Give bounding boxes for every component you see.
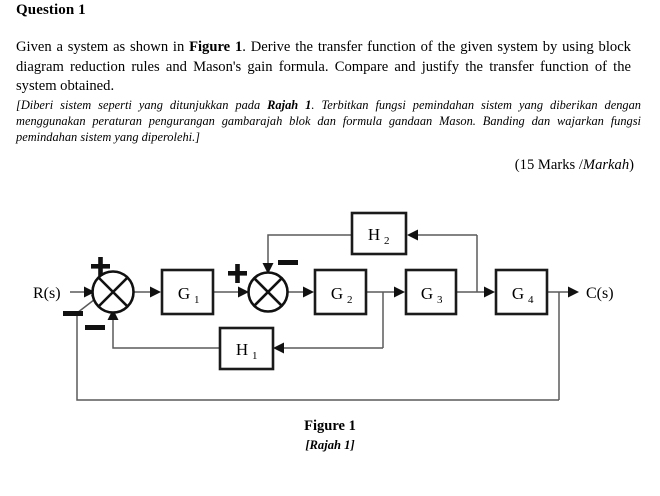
input-signal-label: R(s) bbox=[33, 285, 61, 302]
question-malay-post: . Terbitkan fungsi pemindahan sistem yan… bbox=[16, 98, 641, 145]
block-h1-label: H bbox=[236, 340, 248, 359]
block-h1-subscript: 1 bbox=[252, 350, 258, 362]
marks-allocation: (15 Marks /Markah) bbox=[0, 157, 634, 174]
question-body-english: Given a system as shown in Figure 1. Der… bbox=[16, 38, 631, 97]
question-malay-pre: [Diberi sistem seperti yang ditunjukkan … bbox=[16, 98, 268, 112]
block-g1-subscript: 1 bbox=[194, 294, 200, 306]
block-h1: H 1 bbox=[218, 326, 275, 371]
block-g4-subscript: 4 bbox=[528, 294, 534, 306]
sum1-sign-minus-inner bbox=[85, 325, 105, 330]
block-g3-subscript: 3 bbox=[437, 294, 443, 306]
arrow-g3-to-g4 bbox=[484, 286, 495, 298]
arrow-g2-to-g3 bbox=[394, 286, 405, 298]
block-g4-label: G bbox=[512, 284, 524, 303]
sum2-sign-plus bbox=[228, 264, 247, 283]
block-diagram: G 1 G 2 G 3 G 4 H 1 H 2 R(s) bbox=[33, 211, 614, 401]
figure-caption-sub: [Rajah 1] bbox=[305, 438, 355, 452]
marks-post: ) bbox=[629, 157, 634, 173]
question-body-malay: [Diberi sistem seperti yang ditunjukkan … bbox=[16, 97, 641, 146]
marks-pre: (15 Marks / bbox=[514, 157, 583, 173]
block-h2-label: H bbox=[368, 225, 380, 244]
block-g2: G 2 bbox=[313, 268, 368, 316]
arrow-sum1-to-g1 bbox=[150, 286, 161, 298]
block-g1: G 1 bbox=[160, 268, 215, 316]
arrow-into-h1 bbox=[273, 342, 284, 354]
block-g2-label: G bbox=[331, 284, 343, 303]
marks-italic: Markah bbox=[582, 157, 630, 173]
question-body-post: . Derive the transfer function of the gi… bbox=[16, 39, 631, 95]
figure-caption-main: Figure 1 bbox=[304, 418, 356, 434]
block-g3-label: G bbox=[421, 284, 433, 303]
arrow-g4-to-output bbox=[568, 286, 579, 298]
arrow-sum2-to-g2 bbox=[303, 286, 314, 298]
sum1-sign-minus-outer bbox=[63, 311, 83, 316]
block-g4: G 4 bbox=[494, 268, 549, 316]
question-body-pre: Given a system as shown in bbox=[16, 39, 190, 55]
summing-junction-1 bbox=[91, 270, 135, 314]
figure-reference-bold: Figure 1 bbox=[189, 39, 243, 55]
block-h2: H 2 bbox=[350, 211, 408, 256]
block-g1-label: G bbox=[178, 284, 190, 303]
sum1-sign-plus bbox=[91, 257, 110, 276]
wire-h2-to-sum2 bbox=[267, 234, 352, 270]
rajah-reference-bold: Rajah 1 bbox=[267, 98, 312, 112]
sum2-sign-minus bbox=[278, 260, 298, 265]
summing-junction-2 bbox=[247, 271, 289, 313]
question-heading: Question 1 bbox=[16, 2, 86, 18]
arrow-into-h2 bbox=[407, 229, 418, 241]
wire-outer-feedback-to-sum1 bbox=[76, 295, 559, 401]
block-h2-subscript: 2 bbox=[384, 235, 390, 247]
output-signal-label: C(s) bbox=[586, 285, 614, 302]
wire-h1-to-sum1 bbox=[112, 313, 219, 349]
block-g2-subscript: 2 bbox=[347, 294, 353, 306]
block-g3: G 3 bbox=[404, 268, 458, 316]
